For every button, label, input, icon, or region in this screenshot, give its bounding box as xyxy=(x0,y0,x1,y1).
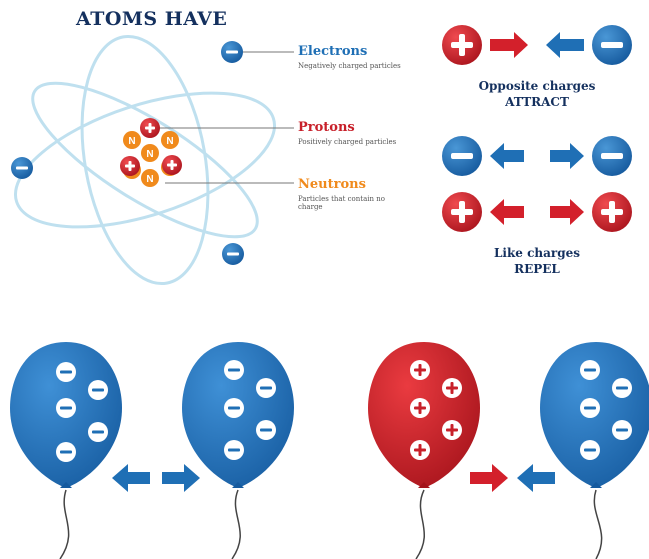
attract-arrows-balloons xyxy=(470,464,555,492)
atom-orbits xyxy=(13,34,277,286)
repel-negative-illustration xyxy=(442,136,632,176)
neutron-letter: N xyxy=(166,136,173,147)
electrons-label: Electrons xyxy=(298,44,368,59)
balloon-blue-3 xyxy=(540,342,649,559)
neutrons-description: Particles that contain no charge xyxy=(298,195,385,211)
neutron-letter: N xyxy=(128,136,135,147)
balloon-red xyxy=(368,342,480,559)
repel-caption-line1: Like charges xyxy=(493,246,581,260)
repel-positive-illustration xyxy=(442,192,632,232)
neutron xyxy=(161,131,179,149)
neutron-letter: N xyxy=(146,149,153,160)
neutron-letter: N xyxy=(146,174,153,185)
attract-illustration xyxy=(442,25,632,65)
protons-label: Protons xyxy=(298,120,355,135)
neutron xyxy=(123,131,141,149)
neutron xyxy=(141,144,159,162)
electrons-description: Negatively charged particles xyxy=(298,62,401,70)
balloon-blue-1 xyxy=(10,342,122,559)
neutrons-label: Neutrons xyxy=(298,177,366,192)
repel-caption-line2: REPEL xyxy=(514,262,560,276)
protons-description: Positively charged particles xyxy=(298,138,397,146)
attract-caption-line1: Opposite charges xyxy=(478,79,596,93)
nucleus: N N N N xyxy=(120,118,182,187)
diagram-title: ATOMS HAVE xyxy=(76,8,228,30)
balloon-blue-2 xyxy=(182,342,294,559)
neutron xyxy=(141,169,159,187)
electrons xyxy=(11,41,244,265)
attract-caption-line2: ATTRACT xyxy=(505,95,569,109)
repel-arrows-balloons xyxy=(112,464,200,492)
label-connectors xyxy=(158,51,294,184)
